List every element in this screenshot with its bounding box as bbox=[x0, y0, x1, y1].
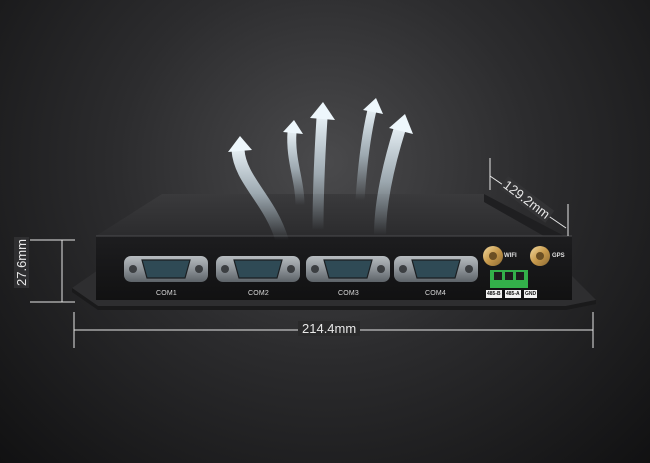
airflow-arrow-1 bbox=[231, 143, 289, 247]
airflow-arrow-2-head bbox=[283, 120, 303, 134]
enclosure-top bbox=[96, 194, 572, 240]
airflow-arrow-2 bbox=[287, 127, 305, 210]
airflow-arrow-3 bbox=[312, 112, 328, 236]
gps-label: GPS bbox=[552, 253, 565, 259]
db9-connectors bbox=[124, 256, 478, 282]
airflow-arrow-1-head bbox=[228, 136, 252, 152]
port-label-com3: COM3 bbox=[338, 290, 360, 297]
terminal-label-485b: 485-B bbox=[486, 290, 502, 298]
airflow-arrow-4 bbox=[355, 105, 377, 205]
port-label-com4: COM4 bbox=[425, 290, 447, 297]
airflow-arrow-5 bbox=[374, 122, 406, 241]
width-dimension-label: 214.4mm bbox=[298, 321, 361, 336]
db9-port-3 bbox=[306, 256, 390, 282]
airflow-arrow-4-head bbox=[363, 98, 383, 114]
airflow-arrows bbox=[228, 98, 413, 247]
gps-antenna-connector bbox=[530, 246, 550, 266]
wifi-label: WIFI bbox=[504, 253, 517, 259]
wifi-antenna-connector bbox=[483, 246, 503, 266]
terminal-block bbox=[490, 270, 528, 288]
db9-port-1 bbox=[124, 256, 208, 282]
db9-port-2 bbox=[216, 256, 300, 282]
airflow-arrow-5-head bbox=[389, 114, 413, 134]
port-label-com1: COM1 bbox=[156, 290, 178, 297]
db9-port-4 bbox=[394, 256, 478, 282]
terminal-label-485a: 485-A bbox=[505, 290, 521, 298]
airflow-arrow-3-head bbox=[310, 102, 335, 120]
height-dimension-label: 27.6mm bbox=[14, 237, 29, 288]
port-label-com2: COM2 bbox=[248, 290, 270, 297]
terminal-label-gnd: GND bbox=[524, 290, 538, 298]
